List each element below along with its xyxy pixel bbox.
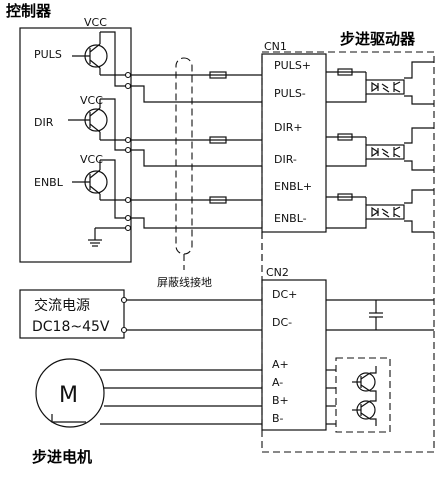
- driver-internal-wires: [326, 61, 434, 233]
- cn1-label: CN1: [264, 40, 287, 53]
- cn2-pin-a-minus: A-: [272, 376, 283, 389]
- vcc-label-puls: VCC: [84, 16, 107, 29]
- transistor-icon: [352, 398, 377, 426]
- signal-label-enbl: ENBL: [34, 176, 64, 189]
- driver-title: 步进驱动器: [340, 30, 416, 48]
- shielded-cable: 屏蔽线接地: [157, 57, 212, 289]
- cn2-connector: [261, 279, 327, 431]
- motor-driver-wiring: [326, 369, 336, 425]
- cn2-label: CN2: [266, 266, 289, 279]
- cn1-pin-puls-minus: PULS-: [274, 87, 306, 100]
- cn2-pin-dc-minus: DC-: [272, 316, 292, 329]
- ground-icon: [88, 227, 128, 247]
- cn1-connector: [261, 53, 327, 233]
- motor-wires: [100, 369, 262, 425]
- vcc-label-dir: VCC: [80, 94, 103, 107]
- cn1-pin-dir-minus: DIR-: [274, 153, 297, 166]
- cn2-pin-dc-plus: DC+: [272, 288, 297, 301]
- optocoupler-icon: [365, 79, 405, 95]
- signal-wires: [128, 74, 262, 229]
- controller-box: [19, 27, 132, 263]
- controller-transistor-dir: VCC DIR: [34, 94, 128, 151]
- signal-label-puls: PULS: [34, 48, 62, 61]
- optocoupler-icon: [365, 204, 405, 220]
- controller-transistor-enbl: VCC ENBL: [34, 153, 128, 219]
- motor-symbol: M: [59, 383, 78, 408]
- controller-transistor-puls: VCC PULS: [34, 16, 128, 87]
- driver-box: [261, 51, 435, 453]
- cn1-pin-enbl-minus: ENBL-: [274, 212, 307, 225]
- series-resistors: [209, 71, 227, 204]
- power-supply-type: 交流电源: [34, 297, 90, 314]
- h-bridge-box: [335, 357, 391, 433]
- motor-title: 步进电机: [32, 448, 92, 466]
- power-supply-box: [19, 289, 125, 339]
- signal-label-dir: DIR: [34, 116, 54, 129]
- optocoupler-icon: [365, 144, 405, 160]
- cn1-pin-enbl-plus: ENBL+: [274, 180, 312, 193]
- cn1-pin-dir-plus: DIR+: [274, 121, 303, 134]
- controller-title: 控制器: [6, 2, 52, 20]
- cn2-pin-a-plus: A+: [272, 358, 289, 371]
- transistor-icon: [352, 366, 377, 398]
- power-wiring: [326, 299, 434, 331]
- cn2-pin-b-plus: B+: [272, 394, 289, 407]
- cn2-pin-b-minus: B-: [272, 412, 284, 425]
- vcc-label-enbl: VCC: [80, 153, 103, 166]
- motor-icon: M: [35, 358, 105, 428]
- shield-ground-label: 屏蔽线接地: [157, 275, 212, 289]
- power-supply-voltage: DC18~45V: [32, 319, 110, 335]
- cn1-pin-puls-plus: PULS+: [274, 59, 311, 72]
